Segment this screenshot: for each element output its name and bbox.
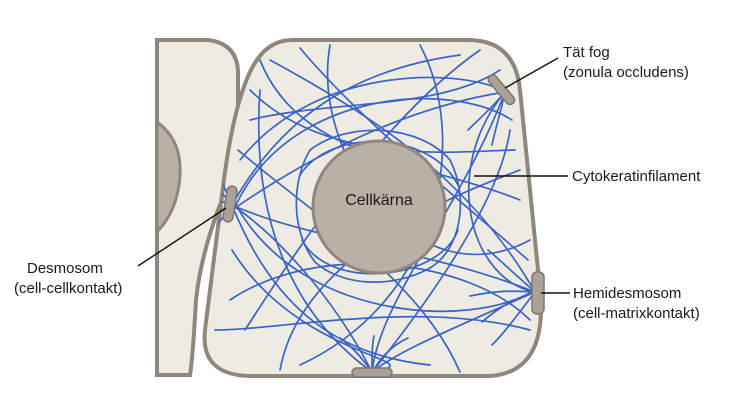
- cytokeratin-filament: [214, 315, 531, 331]
- hemidesmosome-sublabel: (cell-matrixkontakt): [573, 305, 700, 322]
- cytokeratin-filament: [231, 54, 461, 206]
- desmosome-leader: [137, 207, 227, 267]
- cytokeratin-filament: [469, 290, 536, 297]
- nucleus-label: Cellkärna: [345, 192, 413, 209]
- cytokeratin-filament: [235, 204, 536, 313]
- neighbor-cell: [155, 38, 241, 377]
- neighbor-nucleus: [155, 119, 182, 236]
- tight-junction-sublabel: (zonula occludens): [563, 64, 689, 81]
- cytokeratin-filament: [249, 69, 501, 121]
- cytokeratin-label: Cytokeratinfilament: [572, 168, 701, 185]
- cytokeratin-filament: [429, 159, 462, 269]
- hemidesmosome-label: Hemidesmosom: [573, 285, 681, 302]
- cytokeratin-filament: [231, 204, 431, 366]
- desmosome-plaque: [222, 185, 238, 223]
- basal-hemidesmosome-plaque: [351, 367, 393, 378]
- cytokeratin-filament: [239, 76, 506, 161]
- nucleus: [311, 139, 447, 275]
- cytokeratin-filament: [309, 129, 451, 161]
- tight-junction-plaque: [487, 74, 516, 106]
- cytokeratin-filament: [231, 91, 506, 211]
- cytokeratin-filament: [295, 149, 316, 263]
- cytokeratin-filament: [481, 291, 536, 323]
- tight-junction-label: Tät fog: [563, 44, 610, 61]
- tight-junction-leader: [504, 57, 559, 89]
- desmosome-sublabel: (cell-cellkontakt): [14, 280, 122, 297]
- cytokeratin-filament: [257, 89, 373, 373]
- cytokeratin-filament: [487, 249, 536, 293]
- cytokeratin-filament: [371, 129, 511, 373]
- cytokeratin-filament: [231, 204, 373, 373]
- cytokeratin-filament: [314, 261, 431, 283]
- cytokeratin-filament: [491, 291, 536, 346]
- desmosome-label: Desmosom: [27, 260, 103, 277]
